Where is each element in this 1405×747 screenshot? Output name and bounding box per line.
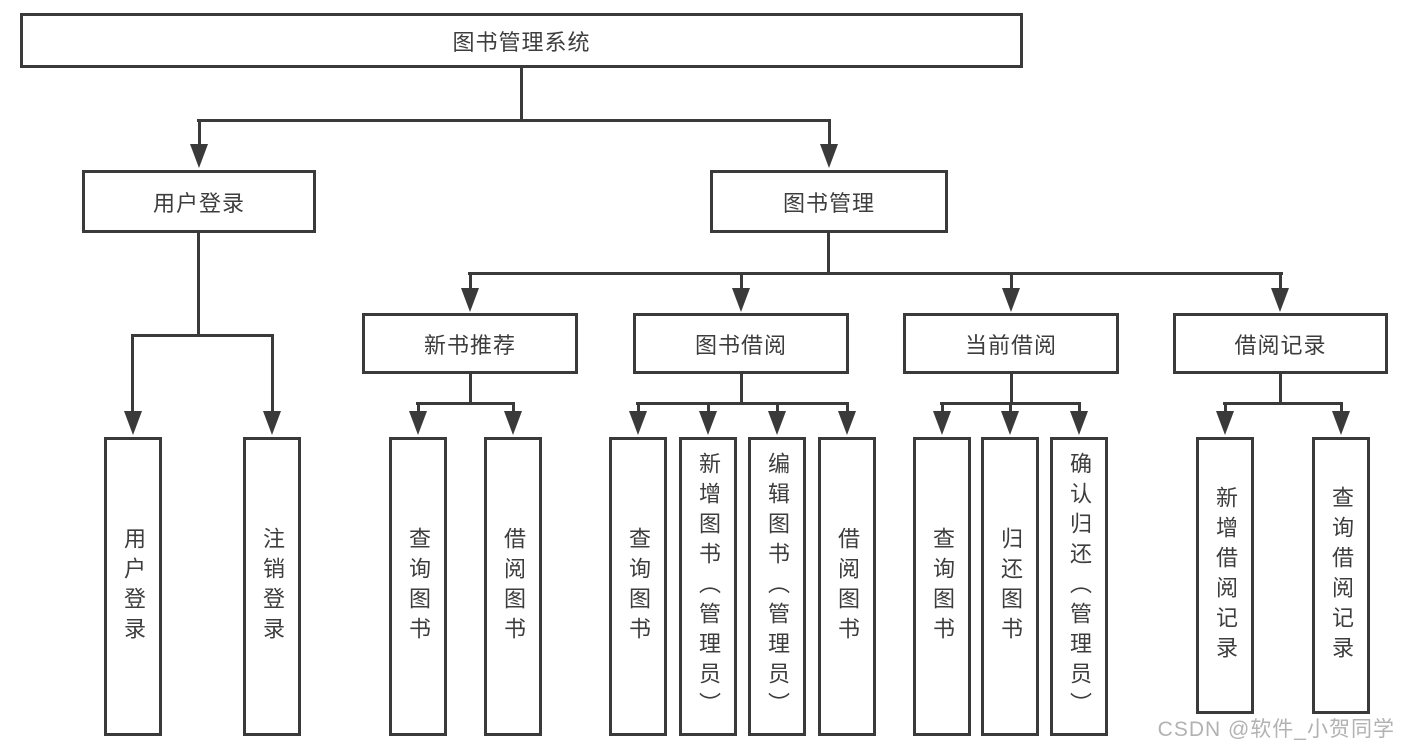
arrow-down	[838, 411, 856, 435]
arrow-down	[1001, 411, 1019, 435]
leaf-return-books: 归还图书	[981, 437, 1039, 736]
connector-line	[417, 402, 420, 418]
node-user-login: 用户登录	[82, 170, 316, 233]
leaf-query-books-borrowing: 查询图书	[609, 437, 667, 736]
connector-line	[740, 272, 743, 292]
connector-line	[707, 402, 710, 418]
node-label: 确认归还（管理员）	[1067, 451, 1092, 722]
leaf-query-books-current: 查询图书	[913, 437, 971, 736]
arrow-down	[933, 411, 951, 435]
node-label: 编辑图书（管理员）	[765, 451, 790, 722]
arrow-down	[1216, 411, 1234, 435]
leaf-confirm-return-admin: 确认归还（管理员）	[1050, 437, 1108, 736]
node-label: 图书借阅	[694, 332, 787, 358]
connector-line	[827, 233, 830, 274]
node-label: 查询图书	[930, 526, 955, 647]
arrow-down	[732, 288, 750, 312]
node-label: 查询图书	[406, 526, 431, 647]
connector-line	[1279, 272, 1282, 292]
connector-line	[1010, 374, 1013, 404]
leaf-borrow-books: 借阅图书	[818, 437, 876, 736]
leaf-query-borrow-record: 查询借阅记录	[1312, 437, 1370, 714]
node-borrowing-records: 借阅记录	[1173, 313, 1388, 374]
connector-line	[132, 334, 274, 337]
arrow-down	[409, 411, 427, 435]
connector-line	[1009, 402, 1012, 418]
connector-line	[416, 402, 515, 405]
arrow-down	[1332, 411, 1350, 435]
arrow-down	[190, 144, 208, 168]
connector-line	[197, 119, 831, 122]
node-label: 图书管理	[782, 190, 875, 216]
leaf-logout: 注销登录	[243, 437, 301, 736]
connector-line	[1078, 402, 1081, 418]
node-book-management: 图书管理	[710, 170, 948, 233]
connector-line	[469, 374, 472, 404]
connector-line	[941, 402, 944, 418]
connector-line	[468, 272, 1283, 275]
node-current-borrowing: 当前借阅	[903, 313, 1119, 374]
connector-line	[512, 402, 515, 418]
connector-line	[1279, 374, 1282, 404]
leaf-edit-books-admin: 编辑图书（管理员）	[748, 437, 806, 736]
node-label: 借阅图书	[835, 526, 860, 647]
arrow-down	[124, 411, 142, 435]
node-label: 用户登录	[152, 190, 245, 216]
node-new-book-recommendation: 新书推荐	[362, 313, 578, 374]
arrow-down	[1271, 288, 1289, 312]
arrow-down	[699, 411, 717, 435]
node-library-management-system: 图书管理系统	[20, 13, 1023, 68]
connector-line	[131, 334, 134, 416]
connector-line	[828, 119, 831, 151]
connector-line	[637, 402, 640, 418]
leaf-add-borrow-record: 新增借阅记录	[1196, 437, 1254, 714]
connector-line	[1340, 402, 1343, 418]
arrow-down	[461, 288, 479, 312]
arrow-down	[820, 144, 838, 168]
node-label: 图书管理系统	[452, 29, 591, 55]
node-label: 借阅图书	[501, 526, 526, 647]
leaf-add-books-admin: 新增图书（管理员）	[679, 437, 737, 736]
connector-line	[197, 233, 200, 336]
connector-line	[1224, 402, 1227, 418]
connector-line	[1010, 272, 1013, 292]
node-label: 当前借阅	[964, 332, 1057, 358]
arrow-down	[1002, 288, 1020, 312]
leaf-borrow-books-recommend: 借阅图书	[484, 437, 542, 736]
node-label: 查询借阅记录	[1329, 485, 1354, 666]
arrow-down	[629, 411, 647, 435]
connector-line	[198, 119, 201, 151]
node-label: 借阅记录	[1234, 332, 1327, 358]
connector-line	[520, 68, 523, 122]
connector-line	[846, 402, 849, 418]
leaf-user-login: 用户登录	[104, 437, 162, 736]
leaf-query-books-recommend: 查询图书	[389, 437, 447, 736]
arrow-down	[263, 411, 281, 435]
connector-line	[636, 402, 849, 405]
node-label: 查询图书	[626, 526, 651, 647]
connector-line	[271, 334, 274, 416]
node-label: 新增图书（管理员）	[696, 451, 721, 722]
node-label: 归还图书	[998, 526, 1023, 647]
arrow-down	[1070, 411, 1088, 435]
connector-line	[1223, 402, 1343, 405]
node-label: 注销登录	[260, 526, 285, 647]
node-label: 用户登录	[121, 526, 146, 647]
arrow-down	[504, 411, 522, 435]
node-book-borrowing: 图书借阅	[633, 313, 849, 374]
connector-line	[776, 402, 779, 418]
node-label: 新书推荐	[423, 332, 516, 358]
connector-line	[469, 272, 472, 292]
connector-line	[740, 374, 743, 404]
csdn-watermark: CSDN @软件_小贺同学	[1157, 718, 1395, 741]
node-label: 新增借阅记录	[1213, 485, 1238, 666]
arrow-down	[768, 411, 786, 435]
